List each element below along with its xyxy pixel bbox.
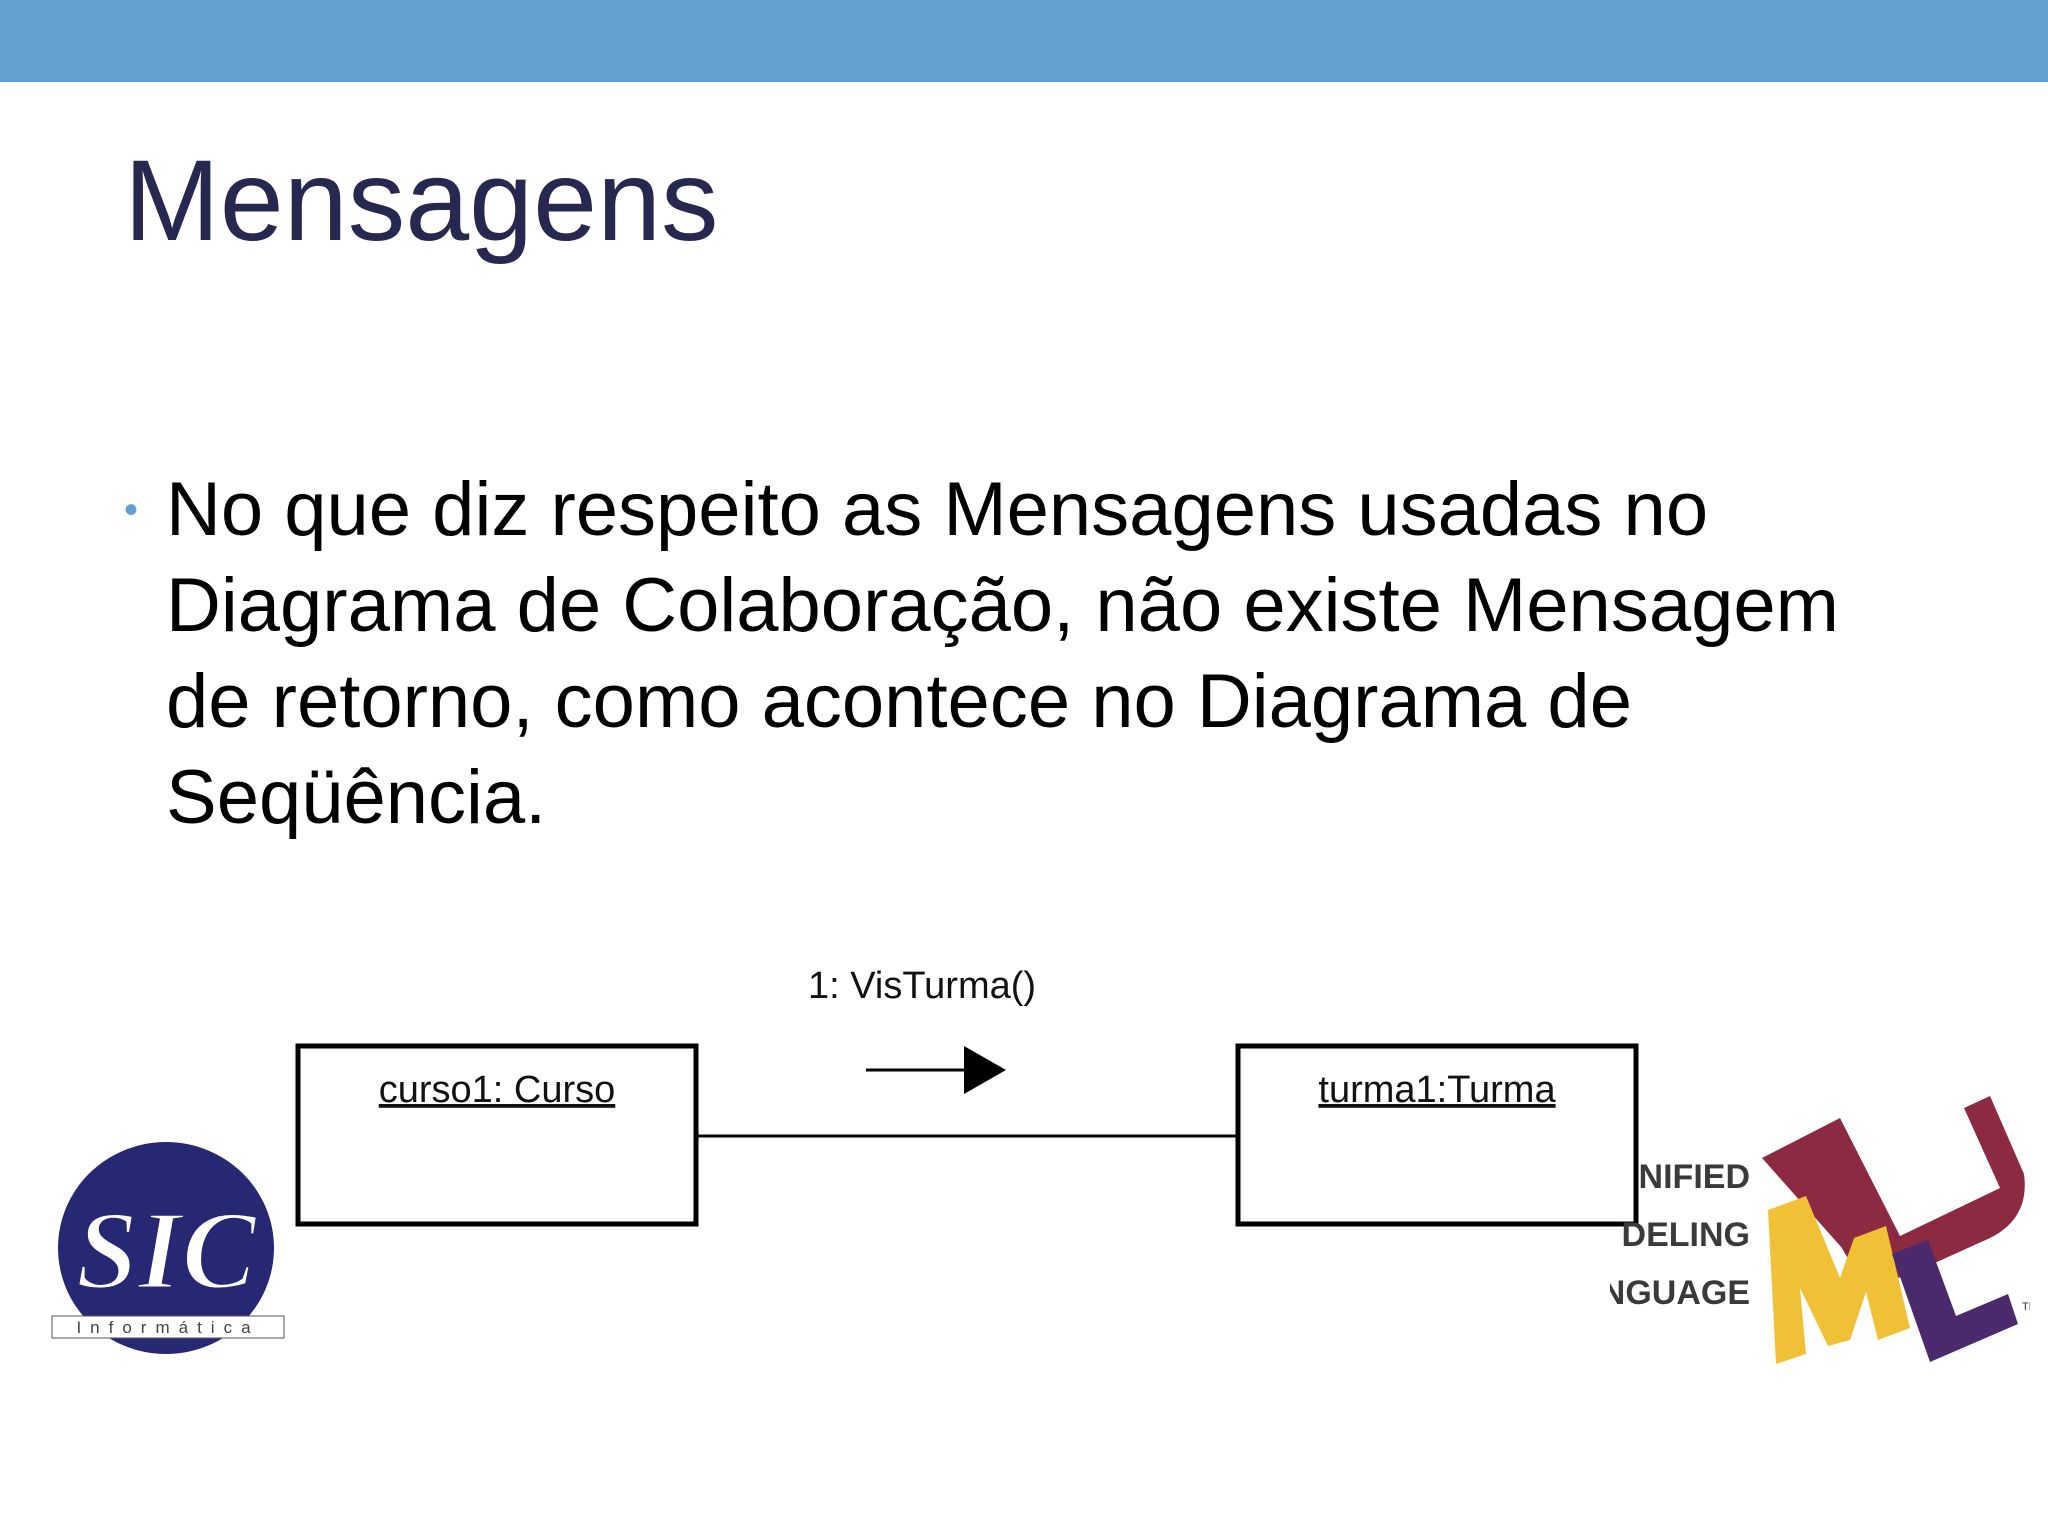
object-label-turma1: turma1:Turma [1318, 1069, 1556, 1111]
uml-logo-line-2: DELING [1622, 1216, 1750, 1254]
bullet-text: No que diz respeito as Mensagens usadas … [166, 467, 1839, 840]
sic-logo-subtitle-band [51, 1315, 285, 1339]
sic-logo-circle [58, 1142, 274, 1354]
object-box-curso1 [295, 1043, 699, 1227]
sic-logo-letters: SIC [76, 1189, 258, 1313]
collaboration-diagram: 1: VisTurma() curso1: Curso turma1:Turma [295, 965, 1639, 1227]
object-label-curso1: curso1: Curso [379, 1069, 616, 1111]
uml-logo-line-3: LANGUAGE [1610, 1274, 1750, 1312]
bullet-list: • No que diz respeito as Mensagens usada… [124, 462, 1944, 846]
uml-logo: NIFIED DELING LANGUAGE TM [1610, 1096, 2030, 1364]
uml-logo-trademark: TM [2022, 1301, 2030, 1313]
bullet-marker: • [124, 488, 139, 532]
top-accent-bar [0, 0, 2048, 82]
object-box-turma1 [1235, 1043, 1639, 1227]
sic-logo-subtitle: Informática [76, 1318, 259, 1337]
uml-logo-m-shape [1768, 1196, 1910, 1364]
uml-logo-line-1: NIFIED [1639, 1158, 1750, 1196]
sic-informatica-logo: SIC Informática [51, 1142, 285, 1354]
uml-logo-l-shape [1892, 1240, 2018, 1362]
uml-logo-u-shape [1762, 1096, 2025, 1279]
slide-title: Mensagens [124, 137, 719, 265]
message-label: 1: VisTurma() [808, 965, 1036, 1007]
bullet-item: • No que diz respeito as Mensagens usada… [124, 462, 1944, 846]
message-arrow-head [964, 1046, 1006, 1094]
